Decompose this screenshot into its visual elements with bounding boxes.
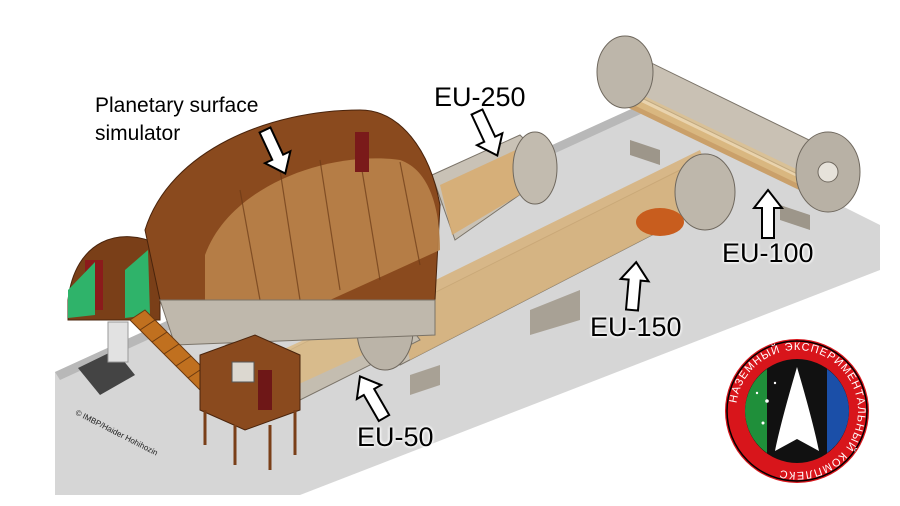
arrow-simulator <box>258 126 292 175</box>
planetary-surface-simulator <box>67 109 441 346</box>
label-eu250: EU-250 <box>434 82 526 112</box>
arrow-eu50 <box>355 375 391 423</box>
label-simulator-line1: Planetary surface <box>95 94 259 117</box>
arrow-eu100 <box>751 188 785 239</box>
arrow-eu150 <box>618 260 651 312</box>
support-pillar <box>107 321 129 363</box>
module-eu250 <box>431 131 558 241</box>
mission-emblem-logo: НАЗЕМНЫЙ ЭКСПЕРИМЕНТАЛЬНЫЙ КОМПЛЕКС <box>725 339 869 483</box>
arrow-eu250 <box>470 108 504 157</box>
label-planetary-surface-simulator: Planetary surface simulator <box>95 92 295 148</box>
label-eu50: EU-50 <box>357 422 434 452</box>
label-eu150: EU-150 <box>590 312 682 342</box>
label-eu100: EU-100 <box>722 238 814 268</box>
module-eu100 <box>596 35 861 230</box>
label-simulator-line2: simulator <box>95 122 181 145</box>
module-eu150 <box>359 150 736 395</box>
elevated-cabin <box>199 334 301 470</box>
